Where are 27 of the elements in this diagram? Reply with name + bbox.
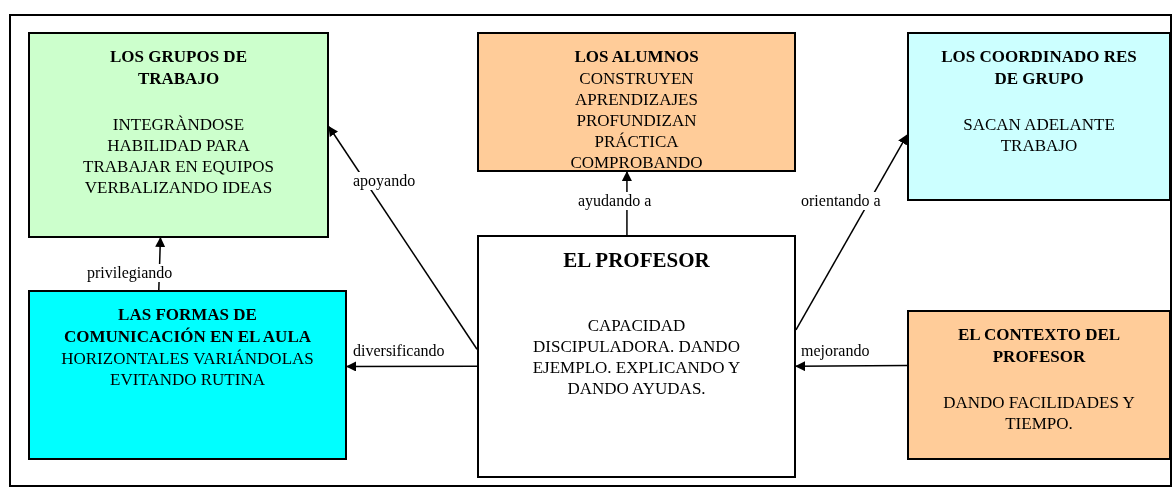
box-text: INTEGRÀNDOSE HABILIDAD PARA TRABAJAR EN EQUIPOS VERBALIZANDO IDEAS <box>82 114 275 198</box>
edge-label: ayudando a <box>577 192 653 210</box>
arrow <box>346 361 478 372</box>
concept-box <box>28 32 329 238</box>
box-text: DANDO FACILIDADES Y TIEMPO. <box>942 392 1136 434</box>
edge-label: privilegiando <box>86 264 174 282</box>
concept-box <box>907 310 1171 460</box>
edge-label: mejorando <box>800 342 871 360</box>
box-heading: LOS ALUMNOS <box>574 46 699 68</box>
box-text: CAPACIDAD DISCIPULADORA. DANDO EJEMPLO. EXPLICANDO Y DANDO AYUDAS. <box>531 315 742 399</box>
arrow <box>795 361 908 372</box>
edge-label: orientando a <box>800 192 882 210</box>
box-heading: LOS COORDINADO RES DE GRUPO <box>941 46 1137 90</box>
box-text: SACAN ADELANTE TRABAJO <box>962 114 1116 156</box>
concept-box <box>477 32 796 172</box>
box-heading: EL PROFESOR <box>563 249 710 271</box>
arrow <box>328 125 478 350</box>
box-heading: LOS GRUPOS DE TRABAJO <box>109 46 248 90</box>
arrow <box>795 134 908 331</box>
concept-box <box>28 290 347 460</box>
concept-box <box>907 32 1171 201</box>
concept-box <box>477 235 796 478</box>
box-heading: LAS FORMAS DE COMUNICACIÓN EN EL AULA <box>63 304 312 348</box>
box-text: CONSTRUYEN APRENDIZAJES PROFUNDIZAN PRÁCTICA COMPROBANDO <box>569 68 704 173</box>
box-heading: EL CONTEXTO DEL PROFESOR <box>956 324 1122 368</box>
box-text: HORIZONTALES VARIÁNDOLAS EVITANDO RUTINA <box>60 348 315 390</box>
edge-label: apoyando <box>352 172 417 190</box>
